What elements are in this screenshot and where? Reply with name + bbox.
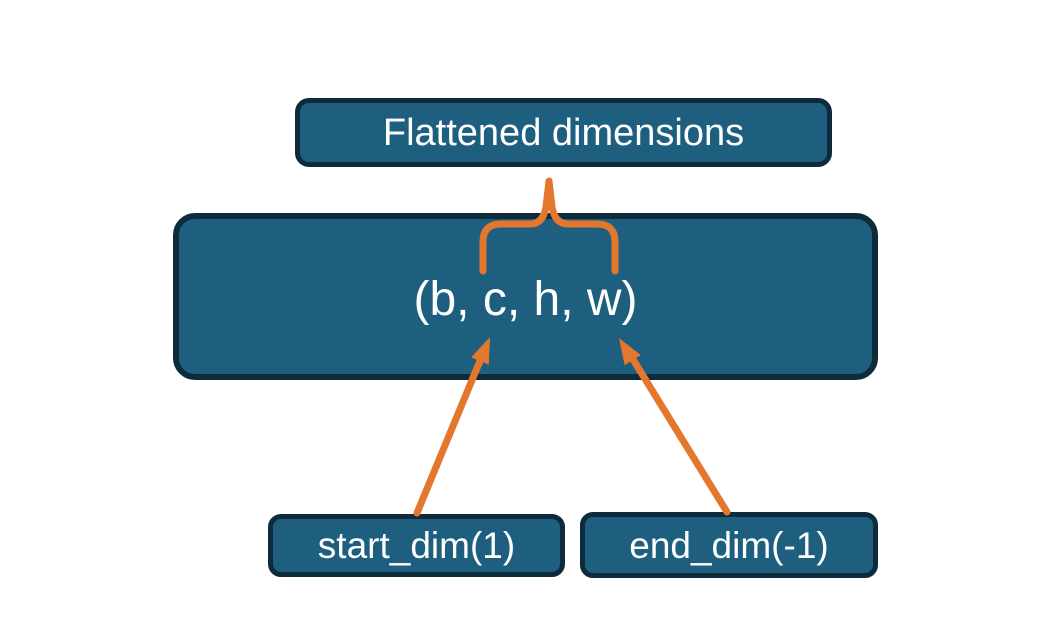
flattened-dimensions-label: Flattened dimensions: [382, 111, 745, 154]
start-dim-label: start_dim(1): [317, 525, 516, 566]
end-dim-label: end_dim(-1): [629, 524, 829, 566]
end-dim-box: end_dim(-1): [580, 512, 878, 578]
start-dim-box: start_dim(1): [268, 514, 565, 577]
tensor-shape-label: (b, c, h, w): [413, 272, 638, 326]
tensor-shape-box: (b, c, h, w): [173, 213, 878, 380]
flattened-dimensions-box: Flattened dimensions: [295, 98, 832, 167]
